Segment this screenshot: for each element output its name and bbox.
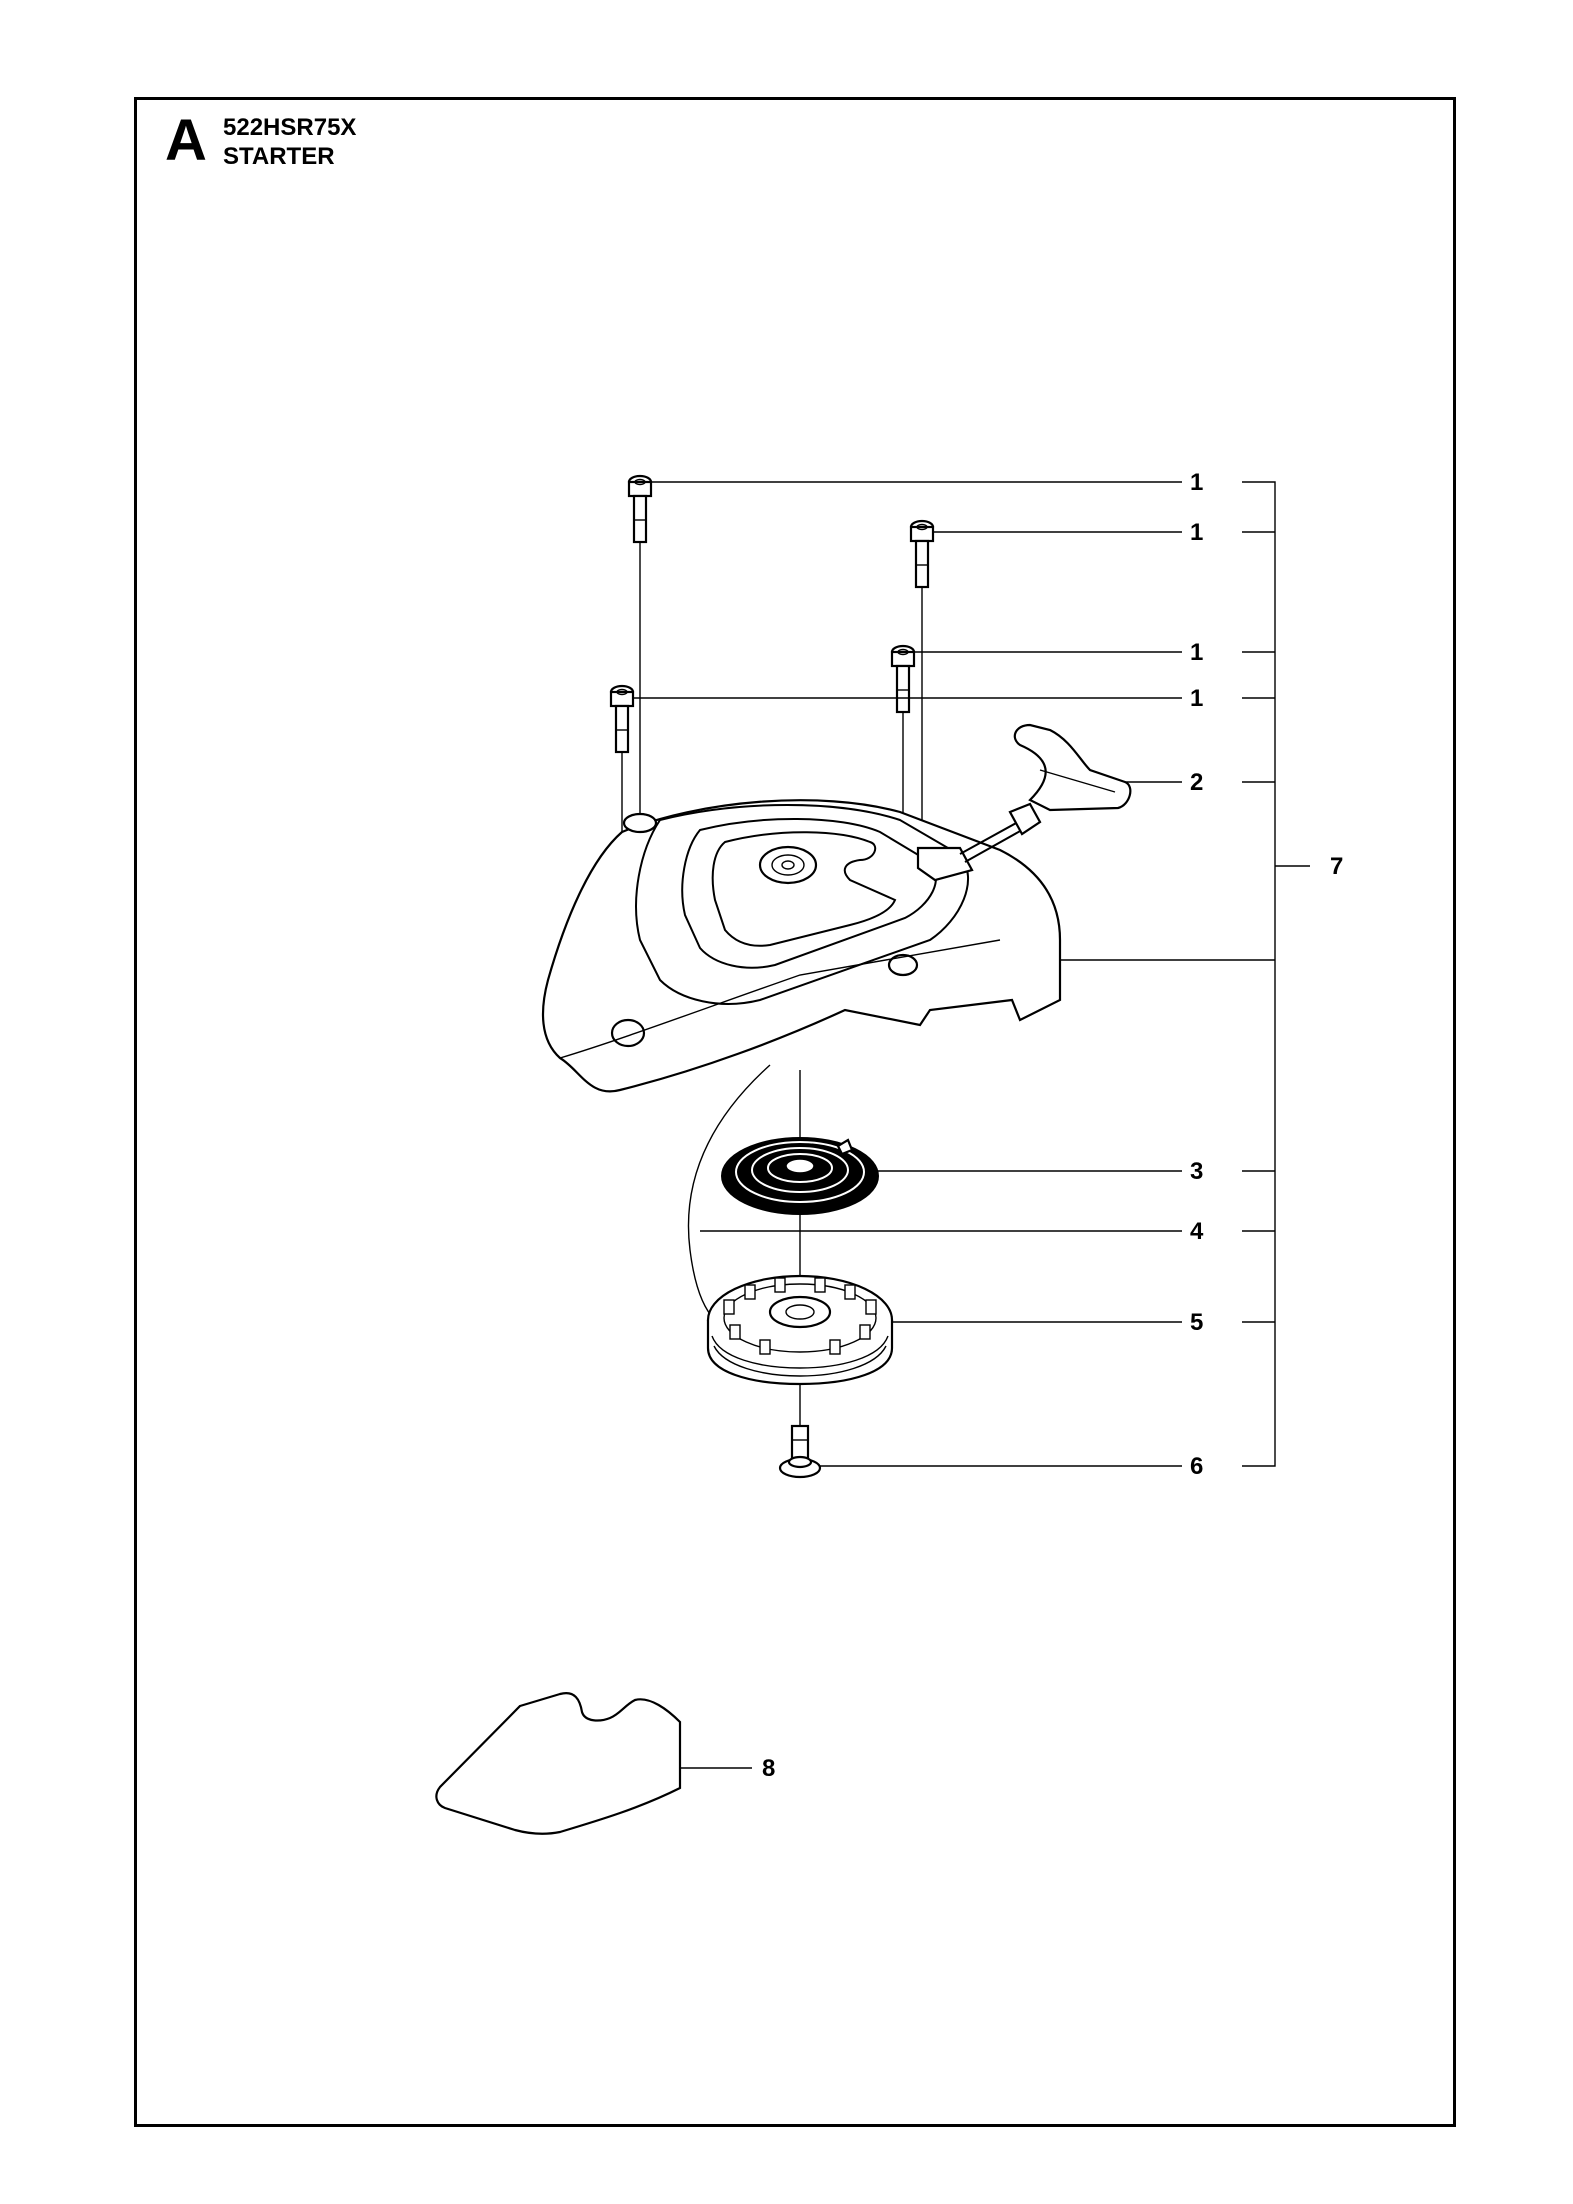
callout-1-screw-a: 1: [1190, 469, 1203, 496]
callout-6-bolt: 6: [1190, 1453, 1203, 1480]
callout-8-decal: 8: [762, 1755, 775, 1782]
starter-rope: [687, 1064, 771, 1321]
diagram-heading: 522HSR75X STARTER: [223, 114, 356, 172]
callout-labels: 1 1 1 1 2 3 4 5 6 7 8: [762, 469, 1343, 1782]
rope-pulley: [706, 1274, 894, 1386]
leader-lines: [633, 481, 1275, 1769]
callout-1-screw-b: 1: [1190, 519, 1203, 546]
page-frame: [134, 97, 1456, 2127]
center-bolt: [778, 1424, 822, 1479]
section-letter: A: [165, 108, 207, 173]
decal: [435, 1692, 682, 1835]
callout-2-handle: 2: [1190, 769, 1203, 796]
callout-5-pulley: 5: [1190, 1309, 1203, 1336]
callout-1-screw-d: 1: [1190, 685, 1203, 712]
callout-7-assembly: 7: [1330, 853, 1343, 880]
starter-handle: [959, 723, 1132, 863]
assembly-bracket: [1242, 481, 1310, 1467]
recoil-spring: [721, 1137, 879, 1215]
starter-housing: [541, 799, 1062, 1093]
model-number: 522HSR75X: [223, 114, 357, 141]
callout-3-spring: 3: [1190, 1158, 1203, 1185]
assembly-title: STARTER: [223, 142, 335, 170]
callout-4-rope: 4: [1190, 1218, 1204, 1245]
callout-1-screw-c: 1: [1190, 639, 1203, 666]
screw-1b: [909, 519, 935, 828]
